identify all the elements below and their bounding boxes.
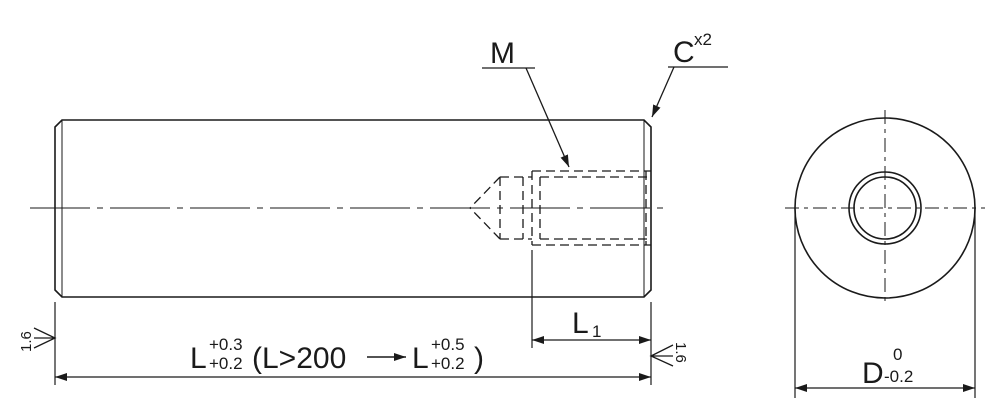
roughness-value-right: 1.6 — [672, 342, 689, 363]
hidden-thread-hole — [469, 170, 651, 246]
length-alt-tol-lower: +0.2 — [431, 354, 465, 373]
diameter-tol-upper: 0 — [893, 345, 902, 364]
diameter-tol-lower: -0.2 — [884, 367, 913, 386]
length-tol-upper: +0.3 — [209, 335, 243, 354]
thread-label: M — [490, 37, 515, 70]
length-label: L — [190, 342, 207, 375]
diameter-label: D — [862, 357, 884, 390]
l1-subscript: 1 — [592, 322, 601, 341]
length-alt-tol-upper: +0.5 — [431, 335, 465, 354]
length-condition: (L>200 — [252, 342, 346, 375]
roughness-symbol-left — [33, 327, 57, 349]
roughness-value-left: 1.6 — [18, 331, 35, 352]
chamfer-label: C — [673, 36, 695, 69]
length-alt-label: L — [412, 342, 429, 375]
length-alt-close: ) — [474, 342, 484, 375]
chamfer-leader-line — [651, 66, 675, 118]
chamfer-qty-label: x2 — [694, 30, 712, 49]
front-view — [30, 66, 728, 385]
l1-label: L — [572, 307, 589, 340]
side-view — [785, 110, 985, 398]
roughness-symbol-right — [649, 344, 674, 367]
length-tol-lower: +0.2 — [209, 354, 243, 373]
thread-leader-line — [525, 67, 570, 168]
